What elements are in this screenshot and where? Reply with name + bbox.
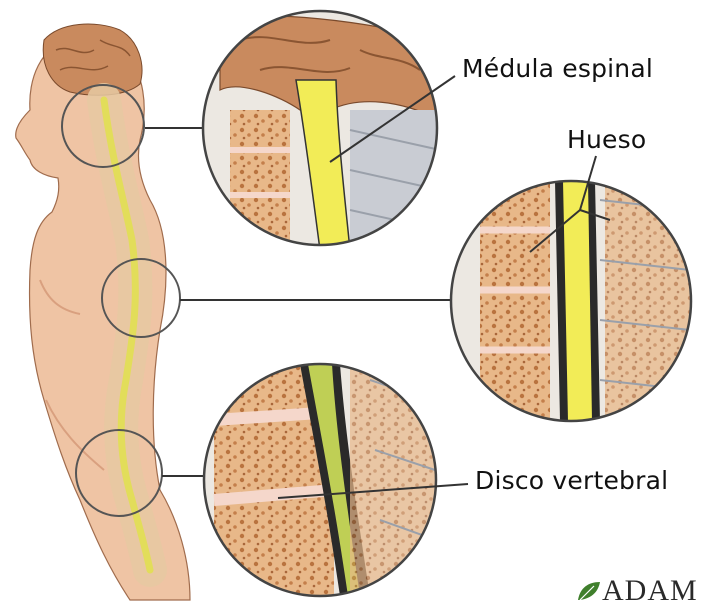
leaf-icon [576,580,602,602]
label-vertebral-disc: Disco vertebral [475,466,668,495]
adam-logo: ADAM [576,574,698,608]
label-bone: Hueso [567,125,646,154]
logo-text: ADAM [602,574,698,608]
magnified-cervical [200,10,440,250]
label-spinal-cord: Médula espinal [462,54,653,83]
magnified-lumbar [204,364,440,596]
